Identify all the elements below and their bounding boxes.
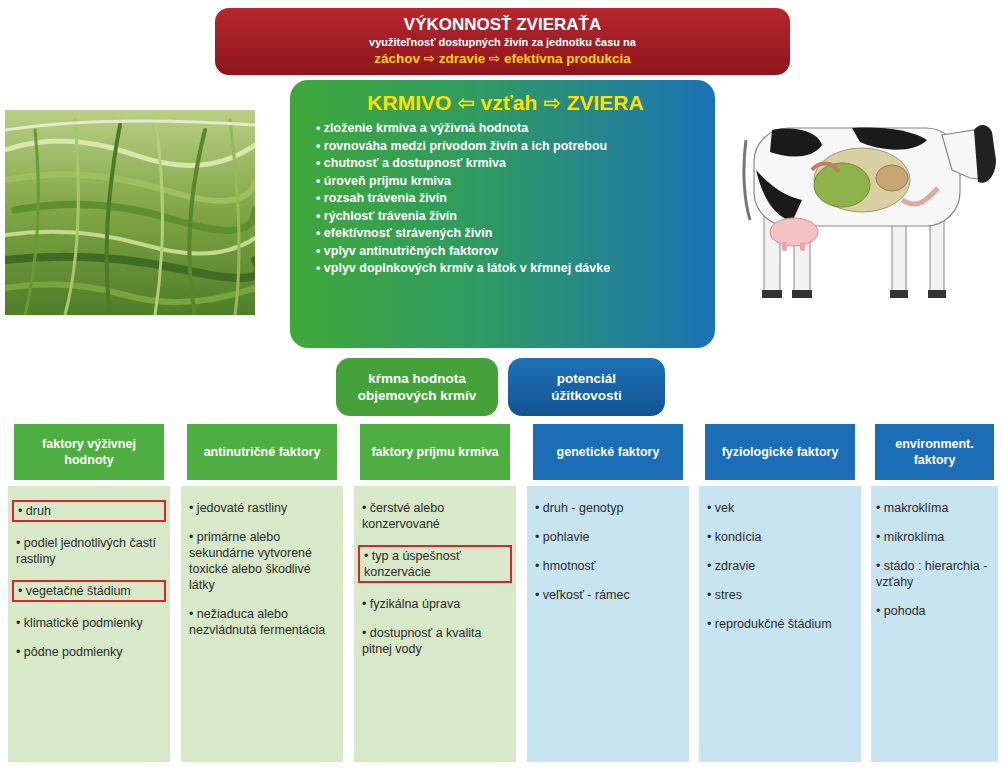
factor-panel: • vek • kondícia • zdravie • stres • reprodu… [699, 486, 861, 762]
result-banner: VÝKONNOSŤ ZVIERAŤAvyužiteľnosť dostupnýc… [215, 8, 790, 75]
node-text: • makroklíma [876, 500, 994, 516]
node-text: • pohlavie [535, 529, 681, 545]
highlight-box: • vegetačné štádium [12, 580, 166, 602]
node-text: kŕmna hodnota objemových krmív [348, 370, 486, 404]
node-text: • pôdne podmienky [16, 644, 162, 660]
node-text: • zloženie krmiva a výživná hodnota [316, 120, 695, 138]
factor-panel: • jedovaté rastliny • primárne alebo seku… [181, 486, 343, 762]
node-text: • typ a úspešnosť konzervácie [364, 548, 506, 580]
node-text: • fyzikálna úprava [362, 596, 508, 612]
node-text: • vplyv antinutričných faktorov [316, 243, 695, 261]
relation-box: KRMIVO ⇦ vzťah ⇨ ZVIERA • zloženie krmiva… [290, 80, 715, 348]
node-text: potenciál úžitkovosti [520, 370, 653, 404]
highlight-box: • druh [12, 500, 166, 522]
factor-panel: • makroklíma • mikroklíma • stádo : hierar… [871, 486, 998, 762]
column-header: antinutričné faktory [187, 424, 337, 480]
category-box: kŕmna hodnota objemových krmív [336, 358, 498, 416]
node-text: • veľkosť - rámec [535, 587, 681, 603]
node-text: VÝKONNOSŤ ZVIERAŤA [227, 14, 778, 35]
node-text: antinutričné faktory [204, 444, 321, 460]
column-header: faktory príjmu krmiva [360, 424, 510, 480]
node-text: • zdravie [707, 558, 853, 574]
grass-photo [5, 110, 255, 315]
column-header: fyziologické faktory [705, 424, 855, 480]
node-text: fyziologické faktory [722, 444, 839, 460]
column-header: faktory výživnej hodnoty [14, 424, 164, 480]
node-text: • podiel jednotlivých častí rastliny [16, 535, 162, 567]
node-text: KRMIVO ⇦ vzťah ⇨ ZVIERA [316, 89, 695, 117]
node-text: • kondícia [707, 529, 853, 545]
factor-panel: • čerstvé alebo konzervované • typ a úspe… [354, 486, 516, 762]
node-text: • klimatické podmienky [16, 615, 162, 631]
factor-panel: • druh - genotyp • pohlavie • hmotnosť • ve… [527, 486, 689, 762]
node-text: • stádo : hierarchia - vzťahy [876, 558, 994, 590]
node-text: • rovnováha medzi prívodom živín a ich p… [316, 138, 695, 156]
node-text: faktory príjmu krmiva [371, 444, 498, 460]
node-text: • úroveň príjmu krmiva [316, 173, 695, 191]
node-text: • mikroklíma [876, 529, 994, 545]
node-text: • rýchlosť trávenia živín [316, 208, 695, 226]
node-text: • rozsah trávenia živín [316, 190, 695, 208]
node-text: záchov ⇨ zdravie ⇨ efektívna produkcia [227, 50, 778, 68]
factor-panel: • druh • podiel jednotlivých častí rastli… [8, 486, 170, 762]
highlight-box: • typ a úspešnosť konzervácie [358, 545, 512, 583]
node-text: • jedovaté rastliny [189, 500, 335, 516]
node-text: • vegetačné štádium [18, 583, 160, 599]
node-text: • druh - genotyp [535, 500, 681, 516]
node-text: • chutnosť a dostupnosť krmiva [316, 155, 695, 173]
node-text: • efektívnosť strávených živín [316, 225, 695, 243]
node-text: faktory výživnej hodnoty [20, 436, 158, 468]
node-text: • druh [18, 503, 160, 519]
node-text: • dostupnosť a kvalita pitnej vody [362, 625, 508, 657]
node-text: • hmotnosť [535, 558, 681, 574]
node-text: • reprodukčné štádium [707, 616, 853, 632]
node-text: • pohoda [876, 603, 994, 619]
cow-illustration [742, 100, 998, 305]
column-header: environment. faktory [875, 424, 994, 480]
node-text: • čerstvé alebo konzervované [362, 500, 508, 532]
node-text: • stres [707, 587, 853, 603]
category-box: potenciál úžitkovosti [508, 358, 665, 416]
node-text: genetické faktory [557, 444, 660, 460]
node-text: využiteľnosť dostupných živín za jednotk… [227, 35, 778, 50]
node-text: • primárne alebo sekundárne vytvorené to… [189, 529, 335, 593]
column-header: genetické faktory [533, 424, 683, 480]
node-text: environment. faktory [881, 436, 988, 468]
node-text: • nežiaduca alebo nezvládnutá fermentáci… [189, 606, 335, 638]
node-text: • vplyv doplnkových krmív a látok v kŕmn… [316, 260, 695, 278]
node-text: • vek [707, 500, 853, 516]
